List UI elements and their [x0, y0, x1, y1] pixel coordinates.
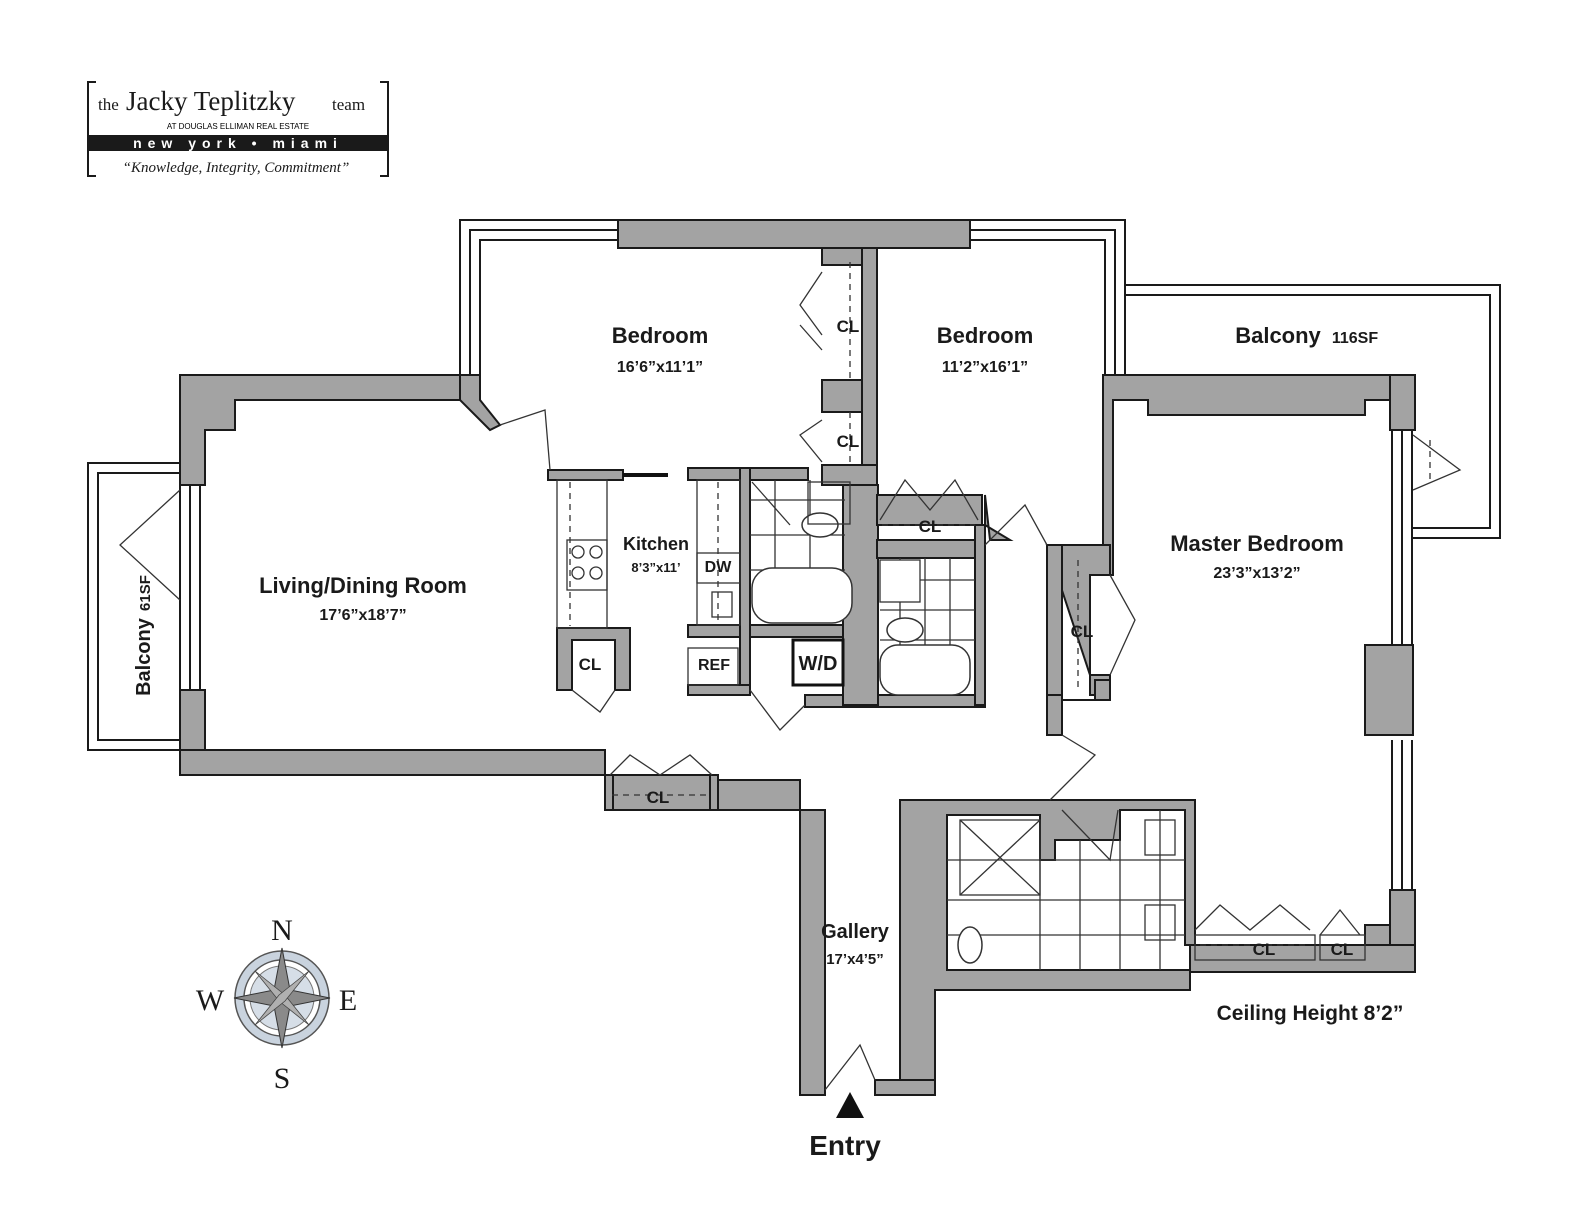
balcony-east-size: 116SF: [1332, 330, 1378, 347]
logo-suffix: team: [332, 95, 365, 114]
refrigerator-label: REF: [698, 657, 730, 674]
master-name: Master Bedroom: [1170, 531, 1344, 556]
gallery-name: Gallery: [821, 921, 890, 943]
compass-w: W: [196, 984, 225, 1017]
logo-cities: new york • miami: [133, 135, 343, 151]
kitchen-name: Kitchen: [623, 534, 689, 554]
doors-and-closets: [119, 262, 1462, 1091]
gallery-size: 17’x4’5”: [826, 951, 884, 968]
logo: the Jacky Teplitzky team AT DOUGLAS ELLI…: [87, 81, 389, 177]
ceiling-height: Ceiling Height 8’2”: [1217, 1002, 1404, 1025]
compass-e: E: [339, 984, 357, 1017]
balcony-west-size: 61SF: [137, 575, 154, 611]
entry-label: Entry: [809, 1130, 881, 1161]
room-labels: Bedroom 16’6”x11’1” Bedroom 11’2”x16’1” …: [133, 317, 1403, 1025]
walls: [179, 219, 1416, 1096]
closet-label: CL: [1253, 940, 1276, 959]
bedroom2-name: Bedroom: [937, 323, 1034, 348]
closet-label: CL: [837, 317, 860, 336]
washer-dryer-label: W/D: [799, 653, 838, 675]
bath-fixtures: [750, 480, 1185, 970]
closet-label: CL: [579, 655, 602, 674]
logo-prefix: the: [98, 95, 119, 114]
compass-s: S: [274, 1062, 291, 1095]
windows: [179, 219, 1413, 890]
compass-n: N: [271, 914, 293, 947]
closet-label: CL: [1071, 622, 1094, 641]
balcony-east-name: Balcony: [1235, 323, 1321, 348]
logo-tagline: “Knowledge, Integrity, Commitment”: [123, 160, 350, 176]
kitchen-size: 8’3”x11’: [631, 560, 680, 575]
bedroom1-name: Bedroom: [612, 323, 709, 348]
master-size: 23’3”x13’2”: [1213, 565, 1300, 582]
dishwasher-label: DW: [705, 559, 733, 576]
bedroom1-size: 16’6”x11’1”: [617, 359, 703, 376]
closet-label: CL: [837, 432, 860, 451]
compass-icon: [233, 947, 331, 1049]
bedroom2-size: 11’2”x16’1”: [942, 359, 1028, 376]
living-size: 17’6”x18’7”: [319, 607, 406, 624]
kitchen-fixtures: [556, 479, 845, 687]
logo-affiliation: AT DOUGLAS ELLIMAN REAL ESTATE: [167, 122, 309, 131]
logo-name: Jacky Teplitzky: [126, 86, 296, 116]
closet-label: CL: [919, 517, 942, 536]
entry-arrow-icon: [836, 1092, 864, 1118]
closet-label: CL: [1331, 940, 1354, 959]
closet-label: CL: [647, 788, 670, 807]
balcony-east: [1125, 284, 1501, 539]
balcony-west-name: Balcony: [133, 617, 155, 696]
balcony-west: [87, 462, 181, 751]
living-name: Living/Dining Room: [259, 573, 467, 598]
